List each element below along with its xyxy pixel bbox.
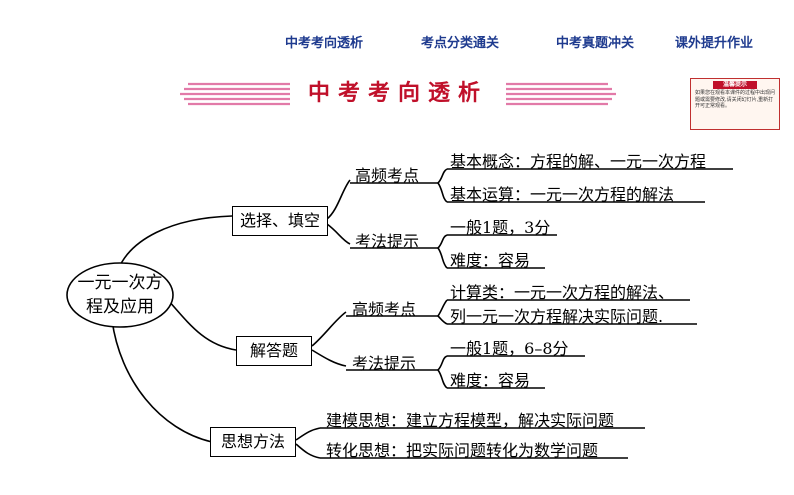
- tip-box[interactable]: 温馨提示 如果您在观看本课件的过程中出现问题或需要修改,请关闭幻灯片,重新打开可…: [690, 78, 780, 130]
- leaf-item: 难度：容易: [450, 371, 531, 390]
- leaf-item: 计算类：一元一次方程的解法、: [450, 283, 675, 302]
- leaf-item: 一般1题，3分: [450, 218, 551, 237]
- group-high-freq-2: 高频考点: [352, 300, 417, 319]
- tip-body: 如果您在观看本课件的过程中出现问题或需要修改,请关闭幻灯片,重新打开可正常观看。: [695, 90, 776, 109]
- branch-choice-fill: 选择、填空: [232, 206, 328, 236]
- branch-answer: 解答题: [236, 336, 312, 366]
- tip-title: 温馨提示: [713, 81, 757, 89]
- branch-thinking-method: 思想方法: [210, 427, 296, 457]
- section-title: 中考考向透析: [307, 81, 488, 106]
- root-ellipse: [66, 262, 174, 328]
- nav-tab-classification[interactable]: 考点分类通关: [421, 36, 500, 51]
- leaf-item: 建模思想：建立方程模型，解决实际问题: [326, 411, 615, 430]
- leaf-item: 难度：容易: [450, 251, 531, 270]
- group-exam-tip-2: 考法提示: [352, 354, 417, 373]
- group-high-freq-1: 高频考点: [355, 166, 420, 185]
- leaf-item: 转化思想：把实际问题转化为数学问题: [326, 441, 599, 460]
- nav-tab-homework[interactable]: 课外提升作业: [675, 36, 754, 51]
- leaf-item: 基本运算：一元一次方程的解法: [450, 185, 675, 204]
- nav-tab-real-exam[interactable]: 中考真题冲关: [556, 36, 635, 51]
- banner-stripes-right: [506, 82, 616, 106]
- leaf-item: 列一元一次方程解决实际问题.: [450, 307, 664, 326]
- leaf-item: 一般1题，6–8分: [450, 339, 569, 358]
- group-exam-tip-1: 考法提示: [355, 232, 420, 251]
- leaf-item: 基本概念：方程的解、一元一次方程: [450, 152, 707, 171]
- nav-tab-analysis[interactable]: 中考考向透析: [285, 36, 364, 51]
- root-node: 一元一次方程及应用: [77, 273, 163, 317]
- banner-stripes-left: [180, 82, 290, 106]
